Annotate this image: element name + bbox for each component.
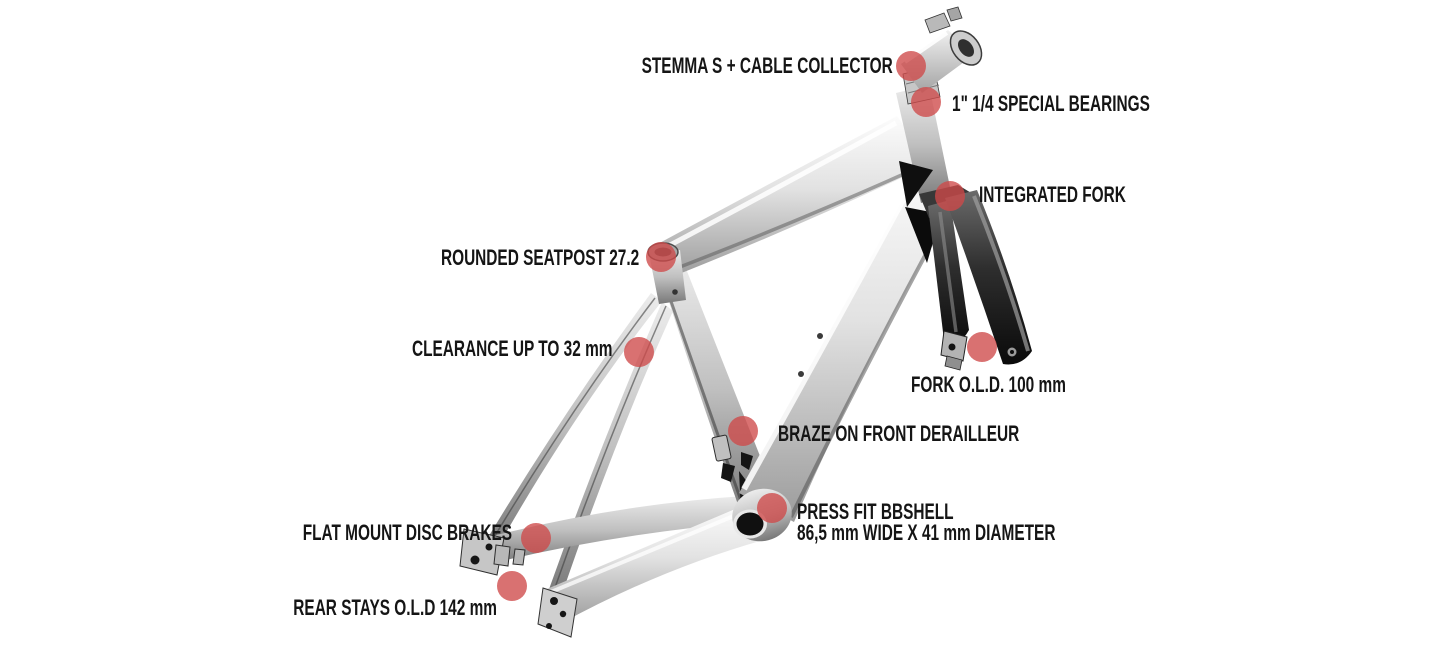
callout-dot-press-fit-bbshell[interactable]	[757, 493, 787, 523]
callout-label-flat-mount-disc-brakes: FLAT MOUNT DISC BRAKES	[302, 520, 512, 545]
callout-label-rounded-seatpost: ROUNDED SEATPOST 27.2	[440, 245, 639, 270]
callout-dot-clearance[interactable]	[624, 337, 654, 367]
callout-dot-braze-on-front-derailleur[interactable]	[728, 416, 758, 446]
chain-stays	[459, 496, 774, 638]
cable-guide-detail	[741, 452, 753, 470]
callout-dot-rounded-seatpost[interactable]	[646, 242, 676, 272]
rear-dropout-far	[459, 528, 505, 576]
callout-label-fork-old: FORK O.L.D. 100 mm	[911, 372, 1066, 397]
callout-dot-flat-mount-disc-brakes[interactable]	[521, 523, 551, 553]
bottle-boss	[817, 333, 823, 339]
callout-dot-fork-old[interactable]	[967, 332, 997, 362]
stem-cap-detail	[924, 12, 951, 34]
fork	[928, 190, 1032, 371]
callout-label-integrated-fork: INTEGRATED FORK	[979, 182, 1126, 207]
callout-label-rear-stays-old: REAR STAYS O.L.D 142 mm	[293, 595, 497, 620]
callout-label-special-bearings: 1" 1/4 SPECIAL BEARINGS	[952, 91, 1150, 116]
callout-label-stemma-s-cable-collector: STEMMA S + CABLE COLLECTOR	[641, 53, 893, 78]
callout-label-clearance: CLEARANCE UP TO 32 mm	[411, 336, 612, 361]
bar-clamp	[949, 30, 983, 66]
callout-dot-integrated-fork[interactable]	[935, 181, 965, 211]
callout-label-braze-on-front-derailleur: BRAZE ON FRONT DERAILLEUR	[778, 421, 1020, 446]
callout-dot-special-bearings[interactable]	[911, 87, 941, 117]
stem-cap-detail	[946, 6, 963, 22]
callout-dot-rear-stays-old[interactable]	[497, 571, 527, 601]
callout-dot-stemma-s-cable-collector[interactable]	[896, 51, 926, 81]
flat-mount-tab	[493, 544, 511, 567]
top-tube	[654, 116, 931, 278]
bottle-boss	[798, 371, 804, 377]
derailleur-hanger-detail	[721, 463, 735, 482]
front-derailleur-braze-on	[711, 434, 732, 462]
flat-mount-tab	[512, 548, 526, 566]
